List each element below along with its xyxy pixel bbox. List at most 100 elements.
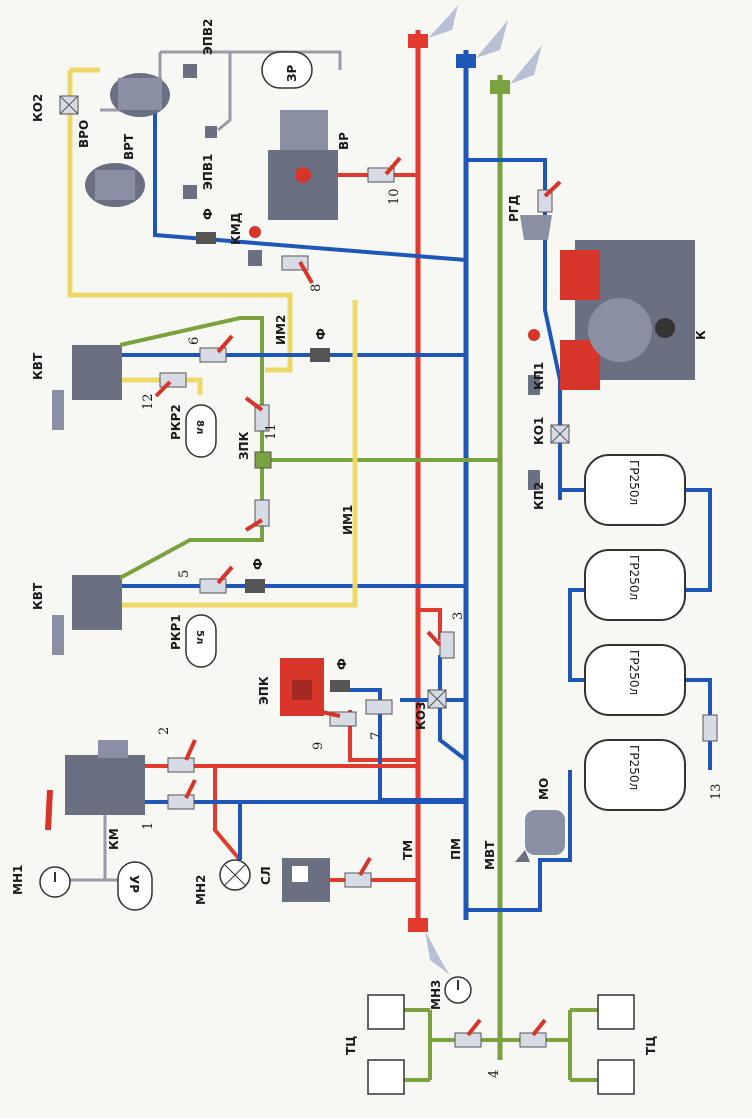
device-epk [280,658,324,716]
label-mn1: МН1 [11,865,25,895]
brake-cylinder-right-1 [597,994,635,1030]
device-vro [85,163,145,207]
aux-line-kvt-top [119,316,500,462]
label-mo: МО [537,778,551,800]
main-reservoir-3: ГР250л [584,644,686,716]
label-kmd: КМД [229,213,243,245]
valve-7[interactable] [365,699,393,715]
label-kp2: КП2 [532,482,546,510]
valve-kvt-bottom-aux[interactable] [244,499,270,532]
label-mn2: МН2 [194,875,208,905]
end-cock-top-red[interactable] [408,5,458,48]
label-valve-3: 3 [451,612,466,620]
label-valve-1: 1 [141,822,156,830]
label-mvt: МВТ [483,840,497,870]
label-ko1: КО1 [532,417,546,445]
label-valve-7: 7 [369,732,384,740]
label-zpk: ЗПК [237,431,251,460]
check-valve-ko1 [550,424,570,444]
main-reservoir-4: ГР250л [584,739,686,811]
valve-8[interactable] [281,255,314,284]
label-valve-4: 4 [487,1070,502,1078]
valve-2[interactable] [167,739,197,773]
valve-1[interactable] [167,779,197,810]
device-vr [268,110,338,220]
brake-cylinder-left-1 [367,994,405,1030]
label-valve-2: 2 [157,727,172,735]
label-zr: ЗР [285,64,299,82]
brake-cylinder-left-2 [367,1059,405,1095]
aux-line-kvt-bottom [119,460,264,580]
end-cock-top-blue[interactable] [456,20,508,68]
device-vrt [110,73,170,117]
oil-separator-mo [515,810,565,862]
label-pm: ПМ [449,838,463,860]
feed-line-compressor [466,158,562,500]
label-kp1: КП1 [532,362,546,390]
valve-12[interactable] [154,372,187,398]
label-valve-5: 5 [177,570,192,578]
label-ko2: КО2 [31,94,45,122]
brake-branch-ko3 [418,608,442,640]
gauge-mn3 [444,976,472,1004]
filter-epk [330,680,350,692]
valve-4-right[interactable] [519,1018,547,1048]
feed-branch-ko3 [438,655,468,762]
label-epv2: ЭПВ2 [201,19,215,55]
brake-valve-kvt-top[interactable] [52,345,122,430]
label-valve-8: 8 [309,284,324,292]
control-line-upper [67,67,293,373]
label-valve-12: 12 [141,393,156,410]
gauge-mn1 [39,866,71,898]
tank-2-label: ГР250л [627,555,641,600]
label-tc-right: ТЦ [644,1036,658,1055]
label-ko3: КО3 [414,702,428,730]
valve-6[interactable] [199,334,234,363]
control-line-kvt-top [122,377,203,395]
reservoir-zr [261,51,313,89]
valve-11[interactable] [244,396,270,432]
valve-tee-signal [205,126,217,138]
valve-rgd-cock[interactable] [537,180,562,213]
valve-3[interactable] [426,630,455,659]
end-cock-bottom-red[interactable] [408,918,450,975]
reservoir-rkr2: 8л [185,404,217,458]
end-cock-top-green[interactable] [490,45,542,94]
compressor-k [560,240,695,390]
filter-upper [196,232,216,244]
brake-valve-kvt-bottom[interactable] [52,575,122,655]
filter-kvt-bottom [245,579,265,593]
label-rkr1: РКР1 [169,614,183,650]
label-kvt-top: КВТ [31,352,45,380]
valve-kp1 [528,329,540,395]
label-filter-epk: Ф [335,658,349,670]
drivers-brake-valve-km[interactable] [45,740,145,831]
brake-branch-km [145,764,418,862]
valve-13[interactable] [702,714,718,742]
label-valve-9: 9 [311,742,326,750]
valve-10[interactable] [367,156,402,183]
valve-9[interactable] [321,710,357,727]
device-epv1 [183,185,197,199]
device-zpk [254,451,272,469]
gauge-mn2 [219,859,251,891]
valve-kp2 [528,470,540,490]
label-vro: ВРО [77,120,91,148]
feed-branch-km [145,800,466,860]
reservoir-rkr1: 5л [185,614,217,668]
main-reservoir-1: ГР250л [584,454,686,526]
label-filter-kvt-bottom: Ф [251,558,265,570]
main-reservoir-2: ГР250л [584,549,686,621]
label-valve-11: 11 [264,423,279,440]
valve-5[interactable] [199,565,234,594]
valve-4-left[interactable] [454,1018,482,1048]
label-rkr2: РКР2 [169,404,183,440]
valve-rgd [520,215,552,240]
label-mn3: МН3 [429,980,443,1010]
label-filter-kvt-top: Ф [314,328,328,340]
label-rkr2-volume: 8л [194,420,205,434]
valve-sl[interactable] [344,856,372,888]
label-im1: ИМ1 [341,505,355,535]
